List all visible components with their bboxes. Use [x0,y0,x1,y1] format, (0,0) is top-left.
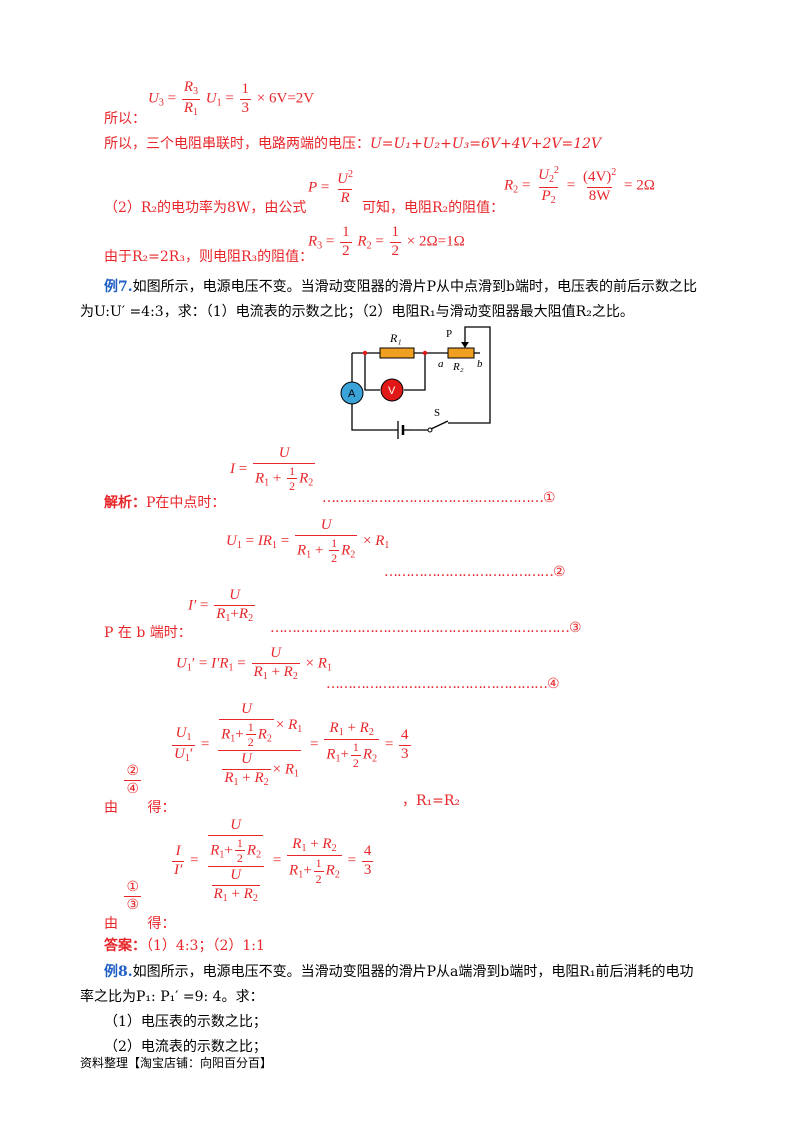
dots-2: …………………………………② [384,564,566,580]
example-8-q1: （1）电压表的示数之比； [104,1014,267,1030]
pb-text: P 在 b 端时： [104,625,192,641]
series-voltage-line: 所以，三个电阻串联时，电路两端的电压：U=U₁+U₂+U₃=6V+4V+2V=1… [104,136,602,152]
svg-text:V: V [388,385,396,397]
label-a: a [438,358,444,370]
resistor-r1 [379,347,415,359]
example-7-line1: 例7.如图所示，电源电压不变。当滑动变阻器的滑片P从中点滑到b端时，电压表的前后… [104,279,698,295]
footer: 资料整理【淘宝店铺：向阳百分百】 [80,1056,273,1070]
r1-equals-r2: ，R₁=R₂ [402,793,461,809]
dots-4: ……………………………………………④ [326,676,560,692]
example-8-line2: 率之比为P₁: P₁′ =9: 4。求： [80,989,264,1005]
circuit-diagram: R₁ P a R₂ b A V S [340,326,491,439]
so-label: 所以： [104,111,146,127]
example-8-q2: （2）电流表的示数之比； [104,1039,267,1055]
dots-1: ……………………………………………① [322,490,556,506]
svg-text:A: A [348,388,356,400]
r2-power-text: （2）R₂的电功率为8W，由公式 [104,200,307,216]
resistor-r2 [447,347,475,359]
label-p: P [446,328,452,340]
ammeter [340,381,364,405]
label-s: S [434,407,440,419]
slider-arrow [461,342,469,348]
answer-line: 答案：（1）4:3；（2）1:1 [104,938,265,954]
label-r2: R₂ [452,361,464,373]
voltmeter [380,378,404,402]
example-7-line2: 为U:U′ =4:3，求：（1）电流表的示数之比；（2）电阻R₁与滑动变阻器最大… [80,304,634,320]
r2-resistance-text: 可知，电阻R₂的阻值： [362,200,505,216]
analysis-line: 解析：P在中点时： [104,495,226,511]
node-right [422,350,428,356]
label-r1: R₁ [389,331,402,345]
example-8-line1: 例8.如图所示，电源电压不变。当滑动变阻器的滑片P从a端滑到b端时，电阻R₁前后… [104,964,694,980]
r3-text: 由于R₂=2R₃，则电阻R₃的阻值： [104,249,314,265]
switch-lever [430,420,449,430]
node-left [362,350,368,356]
dots-3: ……………………………………………………………③ [270,620,582,636]
label-b: b [477,358,483,370]
